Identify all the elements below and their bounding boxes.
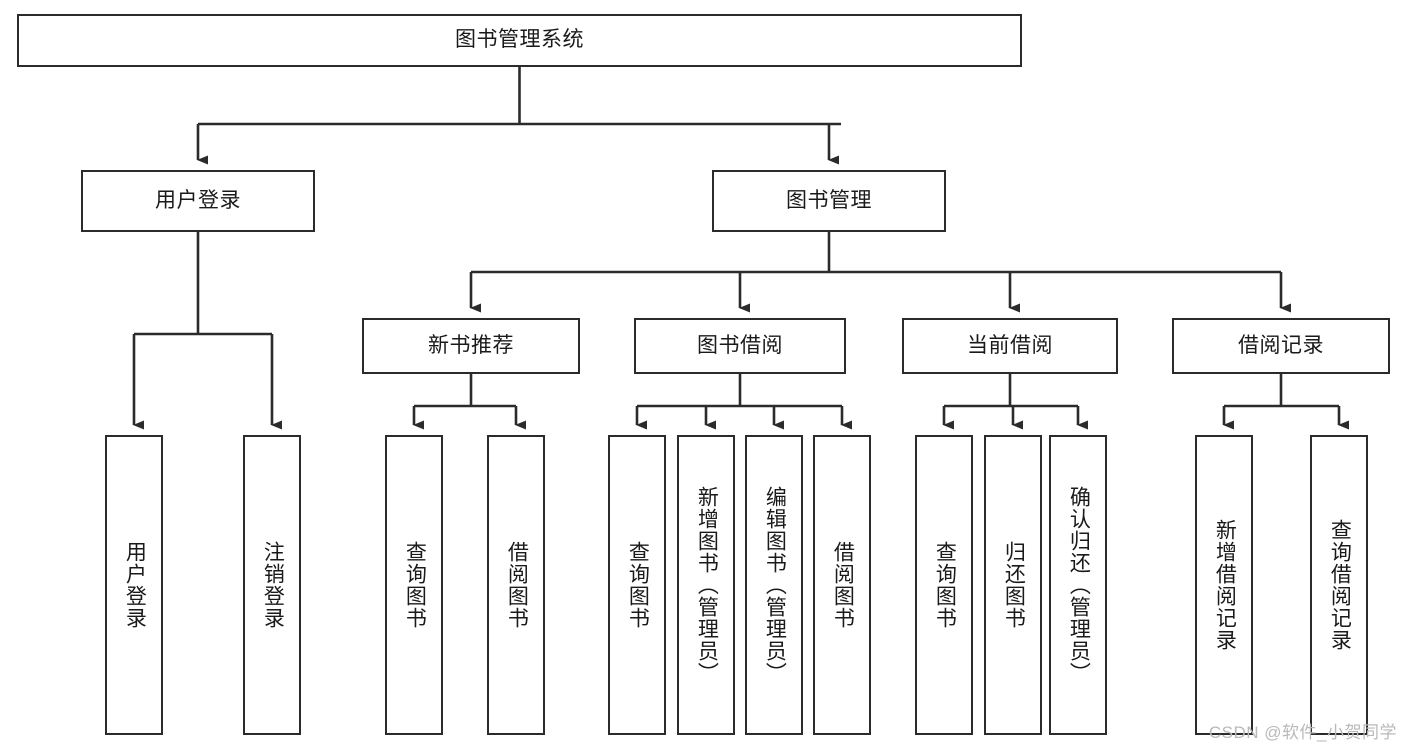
node-leaf-logout-label: 注销登录 bbox=[261, 541, 285, 629]
node-book-borrow[interactable]: 图书借阅 bbox=[634, 318, 846, 374]
node-leaf-confirm-return-label: 确认归还（管理员） bbox=[1067, 486, 1091, 684]
node-borrow-record-label: 借阅记录 bbox=[1238, 333, 1324, 357]
node-leaf-user-login[interactable]: 用户登录 bbox=[105, 435, 163, 735]
node-leaf-add-record[interactable]: 新增借阅记录 bbox=[1195, 435, 1253, 735]
node-leaf-return-book[interactable]: 归还图书 bbox=[984, 435, 1042, 735]
csdn-watermark: CSDN @软件_小贺同学 bbox=[1208, 723, 1397, 742]
node-book-borrow-label: 图书借阅 bbox=[697, 333, 783, 357]
node-borrow-record[interactable]: 借阅记录 bbox=[1172, 318, 1390, 374]
node-new-book-recommend[interactable]: 新书推荐 bbox=[362, 318, 580, 374]
node-leaf-query-book-3[interactable]: 查询图书 bbox=[915, 435, 973, 735]
node-leaf-query-book-2[interactable]: 查询图书 bbox=[608, 435, 666, 735]
node-leaf-user-login-label: 用户登录 bbox=[123, 541, 147, 629]
node-leaf-edit-book-label: 编辑图书（管理员） bbox=[763, 486, 787, 684]
node-leaf-query-book-1[interactable]: 查询图书 bbox=[385, 435, 443, 735]
node-book-manage-label: 图书管理 bbox=[786, 188, 872, 212]
node-root-label: 图书管理系统 bbox=[455, 28, 584, 52]
node-leaf-borrow-book-1-label: 借阅图书 bbox=[505, 541, 529, 629]
node-leaf-add-book[interactable]: 新增图书（管理员） bbox=[677, 435, 735, 735]
node-leaf-borrow-book-1[interactable]: 借阅图书 bbox=[487, 435, 545, 735]
node-root[interactable]: 图书管理系统 bbox=[17, 14, 1022, 67]
node-leaf-query-book-1-label: 查询图书 bbox=[403, 541, 427, 629]
node-new-book-recommend-label: 新书推荐 bbox=[428, 333, 514, 357]
node-current-borrow-label: 当前借阅 bbox=[967, 333, 1053, 357]
node-current-borrow[interactable]: 当前借阅 bbox=[902, 318, 1118, 374]
node-leaf-add-book-label: 新增图书（管理员） bbox=[695, 486, 719, 684]
node-leaf-add-record-label: 新增借阅记录 bbox=[1213, 519, 1237, 651]
node-leaf-query-record[interactable]: 查询借阅记录 bbox=[1310, 435, 1368, 735]
node-leaf-borrow-book-2-label: 借阅图书 bbox=[831, 541, 855, 629]
node-leaf-query-record-label: 查询借阅记录 bbox=[1328, 519, 1352, 651]
node-leaf-return-book-label: 归还图书 bbox=[1002, 541, 1026, 629]
node-leaf-query-book-3-label: 查询图书 bbox=[933, 541, 957, 629]
node-user-login-label: 用户登录 bbox=[155, 188, 241, 212]
node-leaf-logout[interactable]: 注销登录 bbox=[243, 435, 301, 735]
node-leaf-query-book-2-label: 查询图书 bbox=[626, 541, 650, 629]
node-leaf-confirm-return[interactable]: 确认归还（管理员） bbox=[1049, 435, 1107, 735]
node-leaf-edit-book[interactable]: 编辑图书（管理员） bbox=[745, 435, 803, 735]
node-book-manage[interactable]: 图书管理 bbox=[712, 170, 946, 232]
node-user-login[interactable]: 用户登录 bbox=[81, 170, 315, 232]
node-leaf-borrow-book-2[interactable]: 借阅图书 bbox=[813, 435, 871, 735]
